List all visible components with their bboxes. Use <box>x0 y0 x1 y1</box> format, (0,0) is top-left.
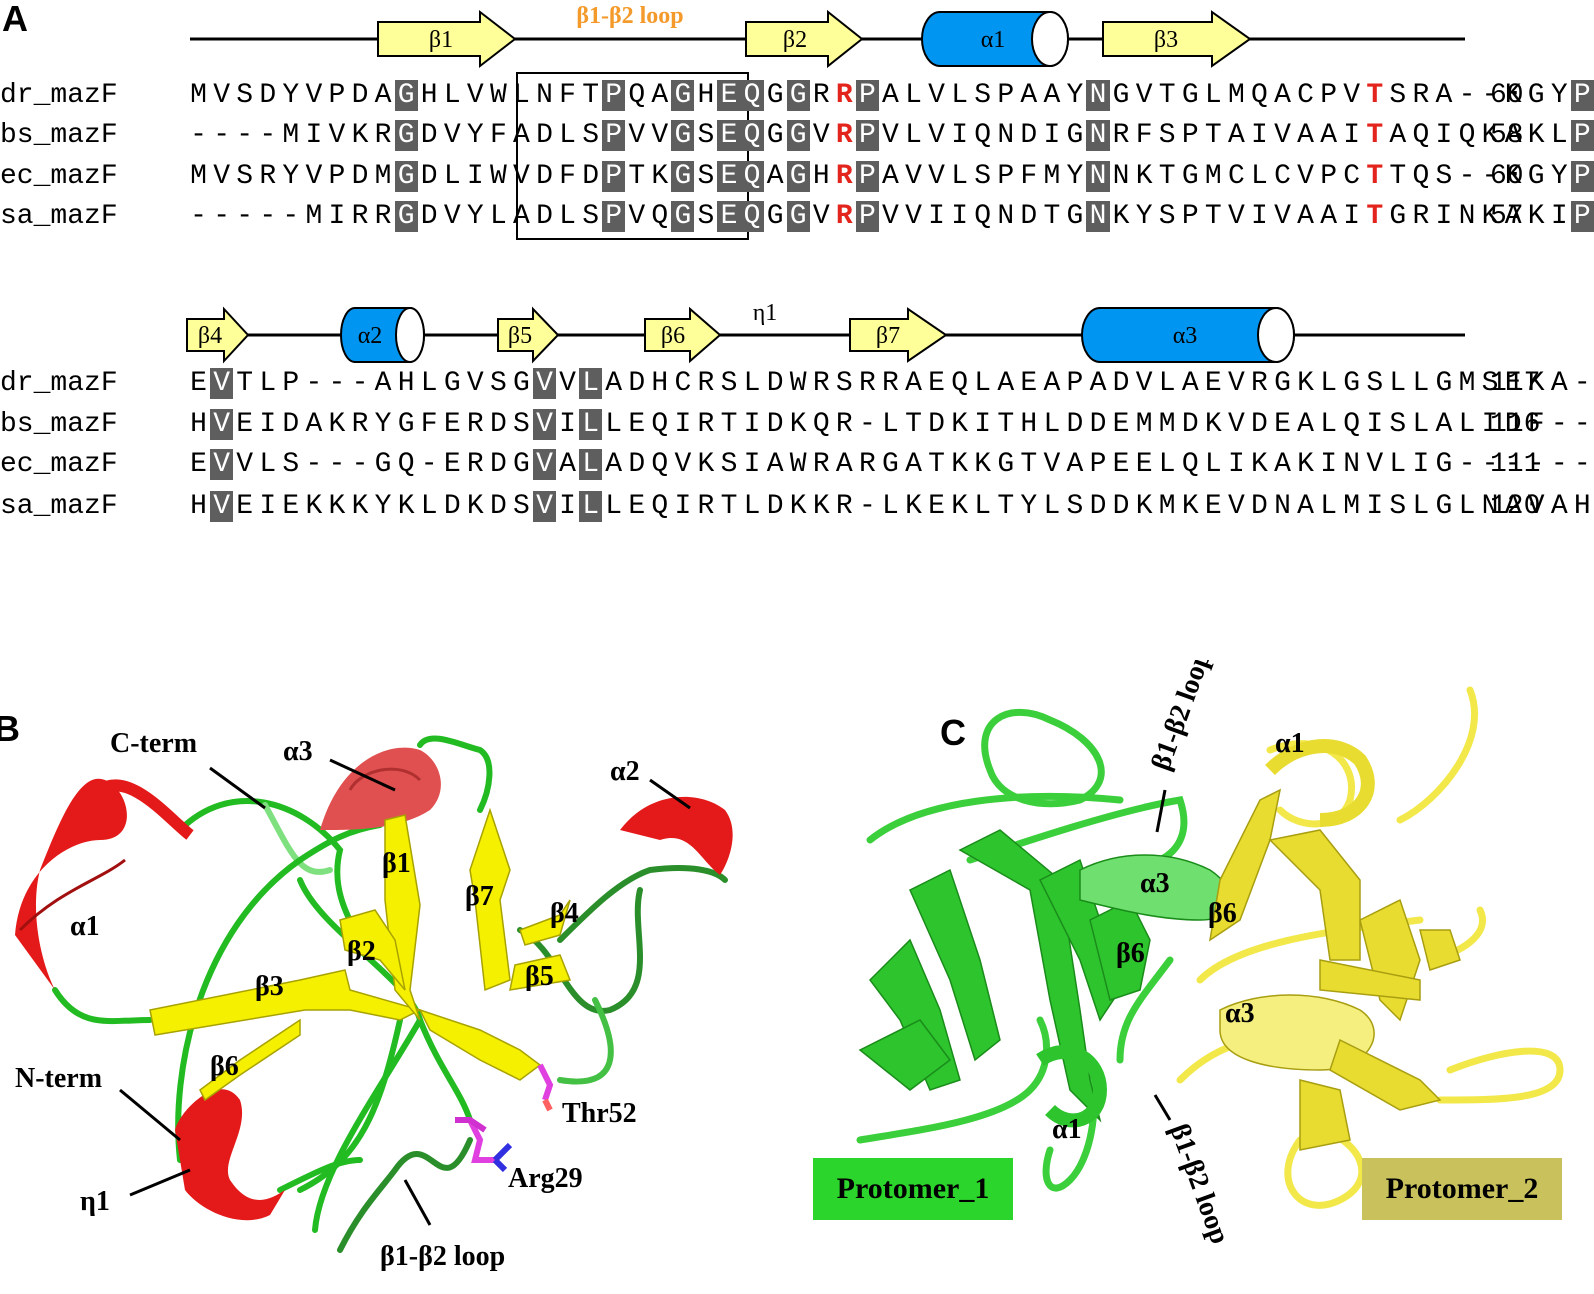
label-b2: β2 <box>347 936 376 967</box>
label-a3: α3 <box>283 736 313 767</box>
label-b6: β6 <box>210 1051 239 1082</box>
label-b7: β7 <box>465 881 494 912</box>
ss-label-b6: β6 <box>661 323 685 349</box>
label-nterm: N-term <box>15 1063 102 1094</box>
ss-strand-b5 <box>497 306 560 364</box>
sequence-count: 60 <box>1490 161 1524 192</box>
label-loop-bottom: β1-β2 loop <box>1163 1120 1235 1248</box>
panel-c-structure: β1-β2 loop α1 α3 β6 β6 α3 α1 β1-β2 loop <box>856 660 1564 1248</box>
ss-label-a3: α3 <box>1173 323 1198 349</box>
ss-label-b2: β2 <box>783 27 807 53</box>
ss-label-a1: α1 <box>981 27 1006 53</box>
ss-label-eta1: η1 <box>753 300 778 326</box>
label-loop: β1-β2 loop <box>380 1241 505 1272</box>
label-b4: β4 <box>550 898 579 929</box>
ss-label-b4: β4 <box>198 323 222 349</box>
ss-strand-b3 <box>1102 10 1252 68</box>
protomer-1-label: Protomer_1 <box>813 1158 1013 1220</box>
sequence-name: dr_mazF <box>0 80 118 111</box>
label-b5: β5 <box>525 961 554 992</box>
sequence-name: bs_mazF <box>0 409 118 440</box>
sequence-name: dr_mazF <box>0 368 118 399</box>
sequence-name: sa_mazF <box>0 491 118 522</box>
label-a1-bottom: α1 <box>1052 1114 1082 1145</box>
ss-label-a2: α2 <box>358 323 383 349</box>
ss-label-b7: β7 <box>876 323 900 349</box>
sequence-count: 58 <box>1490 120 1524 151</box>
protomer-2-label: Protomer_2 <box>1362 1158 1562 1220</box>
panel-letter-b: B <box>0 708 20 749</box>
loop-title: β1-β2 loop <box>576 3 683 29</box>
ss-strand-b4 <box>186 306 250 364</box>
sequence-count: 111 <box>1490 449 1541 480</box>
label-b1: β1 <box>382 848 411 879</box>
ss-label-b1: β1 <box>429 27 453 53</box>
sequence-name: ec_mazF <box>0 161 118 192</box>
panel-b-structure: C-term α3 α2 α1 β1 β7 β4 β2 β5 β3 β6 N-t… <box>15 728 733 1272</box>
label-eta1: η1 <box>80 1186 110 1217</box>
label-thr52: Thr52 <box>562 1098 637 1129</box>
sequence-name: bs_mazF <box>0 120 118 151</box>
label-a1: α1 <box>70 911 100 942</box>
label-b3: β3 <box>255 971 284 1002</box>
sequence-count: 117 <box>1490 368 1541 399</box>
panel-letter-a: A <box>2 0 28 39</box>
label-loop-top: β1-β2 loop <box>1145 660 1217 774</box>
ss-strand-b1 <box>377 9 517 69</box>
sequence-count: 120 <box>1490 491 1541 522</box>
label-arg29: Arg29 <box>508 1163 583 1194</box>
ss-strand-b2 <box>745 9 864 69</box>
label-a3-left: α3 <box>1140 868 1170 899</box>
alignment-secondary-structure: β1 β1-β2 loop β2 α1 β3 β4 α2 β5 β6 η1 β7… <box>186 3 1465 364</box>
sequence-name: ec_mazF <box>0 449 118 480</box>
ss-label-b3: β3 <box>1154 27 1178 53</box>
label-b6-left: β6 <box>1116 938 1145 969</box>
panel-letter-c: C <box>940 712 966 753</box>
label-b6-right: β6 <box>1208 898 1237 929</box>
loop-highlight-box <box>516 72 749 240</box>
label-a3-right: α3 <box>1225 998 1255 1029</box>
sequence-count: 60 <box>1490 80 1524 111</box>
label-a2: α2 <box>610 756 640 787</box>
label-a1-top: α1 <box>1275 728 1305 759</box>
label-cterm: C-term <box>110 728 197 759</box>
ss-label-b5: β5 <box>508 323 532 349</box>
sequence-count: 57 <box>1490 201 1524 232</box>
ss-strand-b7 <box>849 307 948 363</box>
sequence-name: sa_mazF <box>0 201 118 232</box>
sequence-count: 116 <box>1490 409 1541 440</box>
ss-strand-b6 <box>644 306 722 364</box>
